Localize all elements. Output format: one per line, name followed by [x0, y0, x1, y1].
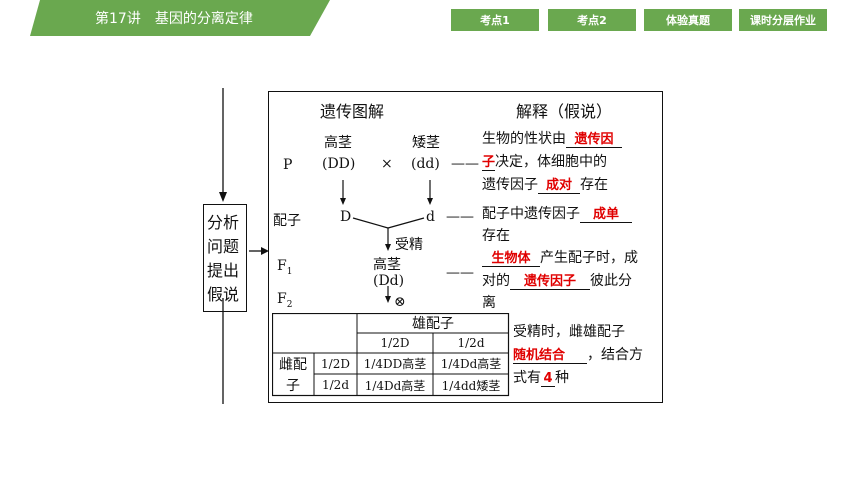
explain-3-line-2: 对的遗传因子彼此分: [482, 270, 632, 290]
gamete-d-recessive: d: [426, 209, 435, 225]
punnett-grid: [272, 313, 510, 397]
punnett-female-gamete-d: 1/2D: [321, 356, 350, 371]
parent2-phenotype: 矮茎: [412, 135, 440, 151]
dash-1: ——: [451, 156, 479, 172]
explain-3-line-3: 离: [482, 295, 496, 311]
explain-1-line-1: 生物的性状由遗传因: [482, 128, 622, 148]
nav-tab-real-exam[interactable]: 体验真题: [644, 9, 732, 31]
parent1-genotype: (DD): [322, 156, 356, 172]
selfing-symbol: ⊗: [394, 294, 406, 310]
dash-3: ——: [446, 265, 474, 281]
punnett-male-gamete-r: 1/2d: [457, 336, 485, 350]
box-line-1: 分析: [207, 213, 240, 232]
answer-gene-factor-2: 子: [482, 155, 496, 171]
explain-2-line-1: 配子中遗传因子成单: [482, 203, 632, 223]
answer-gene-factor-pair: 遗传因子: [510, 270, 590, 290]
box-line-3: 提出: [207, 261, 240, 280]
explanation-heading: 解释（假说）: [516, 102, 613, 121]
answer-gene-factor-1: 遗传因: [566, 128, 622, 148]
flow-arrows: [219, 88, 269, 404]
punnett-male-gamete-d: 1/2D: [380, 336, 410, 350]
answer-four: 4: [541, 371, 555, 387]
nav-tab-kaodian2[interactable]: 考点2: [548, 9, 636, 31]
top-bar: 第17讲 基因的分离定律 考点1 考点2 体验真题 课时分层作业: [0, 0, 860, 36]
explain-1-line-3: 遗传因子成对存在: [482, 174, 608, 194]
f1-phenotype: 高茎: [373, 257, 401, 273]
diagram-arrows: [340, 180, 433, 303]
f1-genotype: (Dd): [373, 273, 405, 289]
punnett-female-gamete-r: 1/2d: [322, 378, 349, 392]
punnett-cell-dd-short: 1/4dd矮茎: [441, 378, 501, 393]
answer-organism: 生物体: [482, 247, 540, 267]
dash-2: ——: [446, 209, 474, 225]
diagram-heading: 遗传图解: [320, 102, 385, 121]
parent2-genotype: (dd): [411, 156, 440, 172]
answer-paired: 成对: [538, 174, 580, 194]
label-f2: F2: [277, 291, 293, 310]
analyze-hypothesis-box: 分析 问题 提出 假说: [203, 204, 247, 312]
punnett-cell-dd-tall: 1/4DD高茎: [363, 357, 427, 371]
explain-4-line-1: 受精时，雌雄配子: [513, 324, 625, 340]
cross-symbol: ×: [381, 156, 393, 172]
gamete-d-dominant: D: [340, 209, 352, 225]
punnett-male-header: 雄配子: [412, 316, 454, 332]
fertilization-label: 受精: [395, 237, 423, 253]
nav-tab-kaodian1[interactable]: 考点1: [451, 9, 539, 31]
genetic-diagram-frame: [268, 91, 663, 403]
nav-tab-homework[interactable]: 课时分层作业: [739, 9, 827, 31]
punnett-female-header-2: 子: [286, 378, 300, 394]
box-line-4: 假说: [207, 285, 240, 304]
answer-single: 成单: [580, 203, 632, 223]
punnett-cell-dd-het-1: 1/4Dd高茎: [440, 357, 502, 371]
answer-random: 随机结合: [513, 344, 587, 364]
explain-2-line-2: 存在: [482, 228, 510, 244]
punnett-cell-dd-het-2: 1/4Dd高茎: [364, 378, 426, 393]
title-tab-shape: [0, 0, 330, 36]
parent1-phenotype: 高茎: [324, 135, 352, 151]
explain-4-line-2: 随机结合，结合方: [513, 344, 643, 364]
label-p: P: [283, 157, 293, 173]
label-f1: F1: [277, 258, 293, 277]
punnett-female-header-1: 雌配: [279, 357, 307, 373]
box-line-2: 问题: [207, 237, 240, 256]
label-gamete: 配子: [273, 213, 301, 229]
lesson-title: 第17讲 基因的分离定律: [95, 11, 253, 27]
explain-3-line-1: 生物体产生配子时，成: [482, 247, 638, 267]
explain-1-line-2: 子决定，体细胞中的: [482, 154, 608, 171]
